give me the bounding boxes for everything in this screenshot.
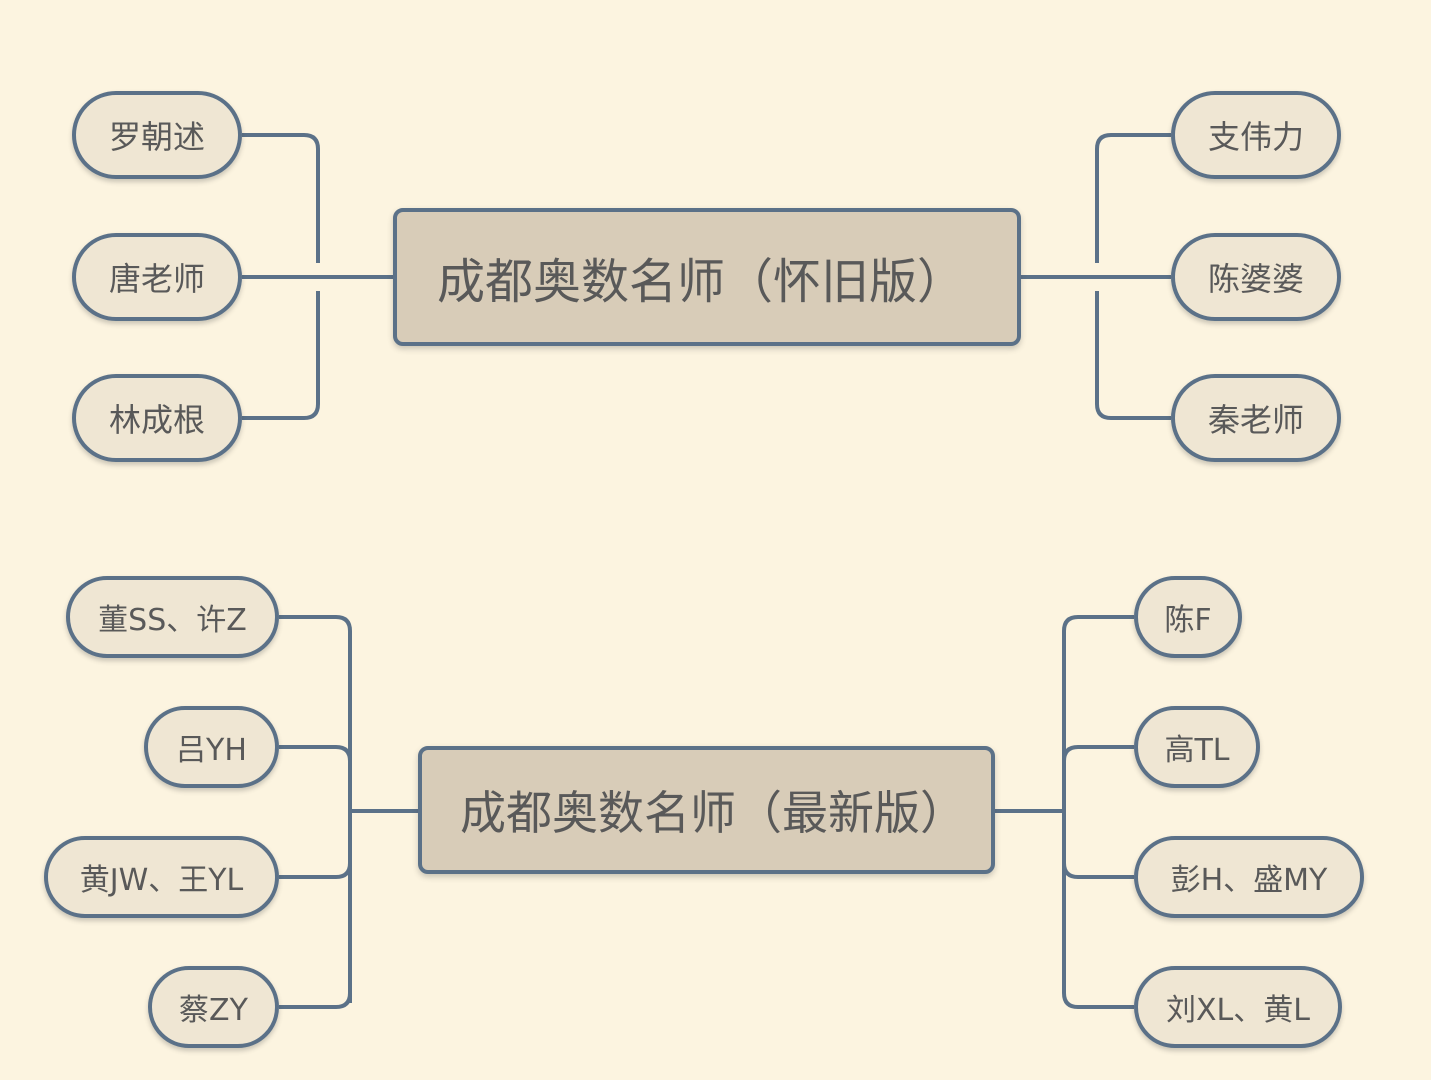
right-node-1[interactable]: 陈F [1134,576,1242,658]
right-node-2[interactable]: 陈婆婆 [1171,233,1341,321]
right-node-4[interactable]: 刘XL、黄L [1134,966,1342,1048]
connector-right-b [1062,745,1134,762]
left-node-3[interactable]: 林成根 [72,374,242,462]
left-node-3[interactable]: 黄JW、王YL [44,836,279,918]
connector-left-c [279,862,352,879]
left-node-2[interactable]: 吕YH [144,706,279,788]
right-node-3[interactable]: 彭H、盛MY [1134,836,1364,918]
connector-right-3 [1095,291,1171,420]
connector-left-3 [242,291,320,420]
right-node-2[interactable]: 高TL [1134,706,1260,788]
right-node-1[interactable]: 支伟力 [1171,91,1341,179]
connector-right-1 [1095,133,1171,263]
root-node-latest[interactable]: 成都奥数名师（最新版） [418,746,995,874]
left-node-1[interactable]: 董SS、许Z [66,576,279,658]
connector-right-c [1062,862,1134,879]
left-node-4[interactable]: 蔡ZY [148,966,279,1048]
connector-left-b [279,745,352,762]
left-node-2[interactable]: 唐老师 [72,233,242,321]
connector-left-spine [279,615,352,1003]
left-node-1[interactable]: 罗朝述 [72,91,242,179]
connector-left-1 [242,133,320,263]
right-node-3[interactable]: 秦老师 [1171,374,1341,462]
root-node-classic[interactable]: 成都奥数名师（怀旧版） [393,208,1021,346]
connector-right-spine [1062,615,1134,1009]
connector-left-d [279,992,352,1009]
